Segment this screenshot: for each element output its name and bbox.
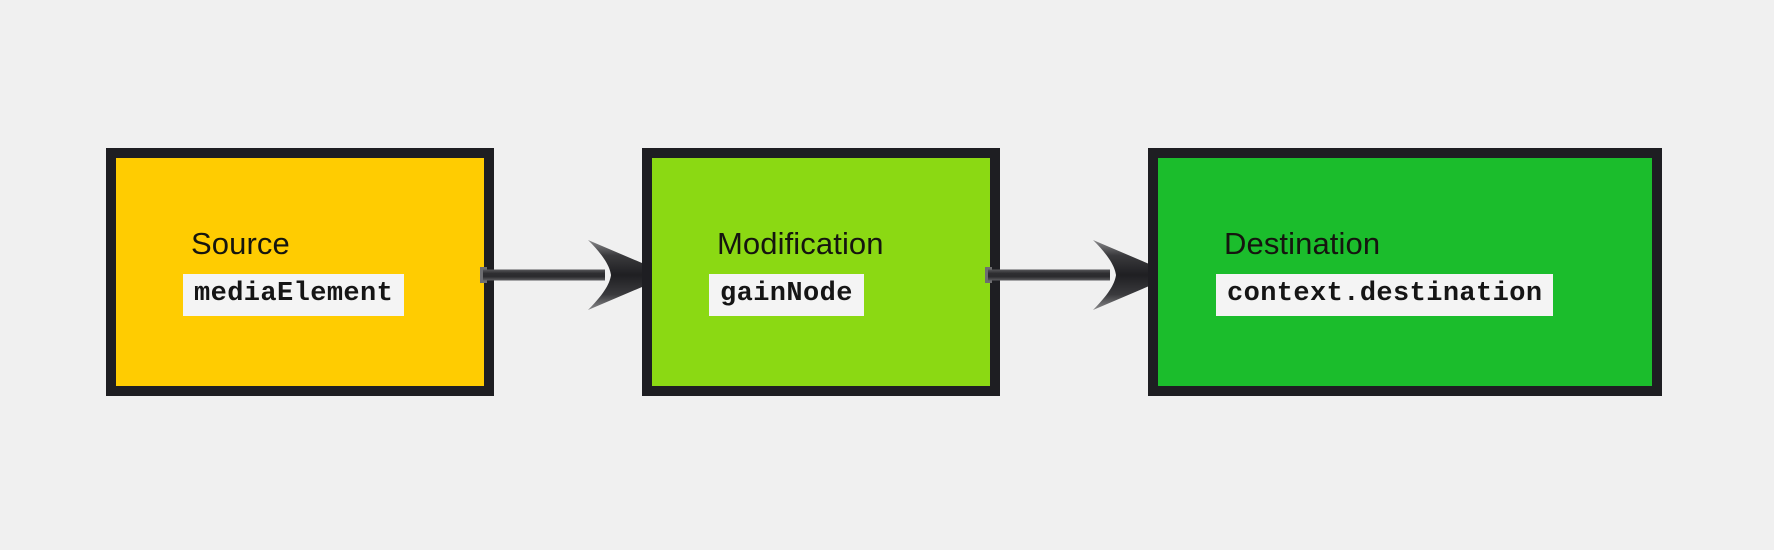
node-destination-title: Destination [1224,226,1381,262]
node-destination[interactable]: Destination context.destination [1148,148,1662,396]
node-source[interactable]: Source mediaElement [106,148,494,396]
arrow-right-icon [985,240,1175,310]
node-source-code-label: mediaElement [183,274,405,316]
node-modification-title: Modification [717,226,884,262]
node-destination-code-label: context.destination [1216,274,1554,316]
connector-modification-to-destination [985,232,1175,318]
node-source-title: Source [191,226,290,262]
node-modification[interactable]: Modification gainNode [642,148,1000,396]
node-modification-code-label: gainNode [709,274,864,316]
